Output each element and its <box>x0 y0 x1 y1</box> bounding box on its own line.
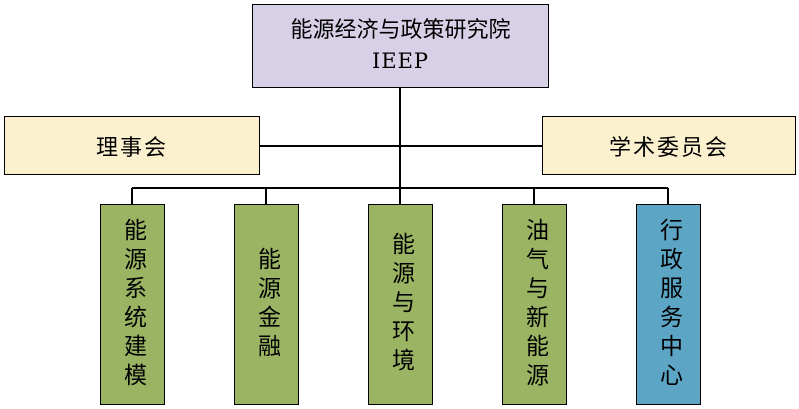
node-academic-committee: 学术委员会 <box>542 116 796 175</box>
dept-label: 能源金融 <box>253 246 280 363</box>
dept-node-oil-gas-new-energy: 油气与新能源 <box>502 204 567 405</box>
dept-node-energy-environment: 能源与环境 <box>368 204 433 405</box>
dept-label: 行政服务中心 <box>655 217 682 392</box>
root-node-ieep: 能源经济与政策研究院 IEEP <box>252 4 549 88</box>
dept-label: 能源与环境 <box>387 232 414 377</box>
root-abbreviation: IEEP <box>371 49 430 73</box>
dept-label: 能源系统建模 <box>119 217 146 392</box>
dept-node-energy-system-modeling: 能源系统建模 <box>100 204 165 405</box>
root-title: 能源经济与政策研究院 <box>290 18 511 43</box>
node-board-of-directors: 理事会 <box>4 116 260 175</box>
node-label: 理事会 <box>95 135 168 161</box>
dept-label: 油气与新能源 <box>521 217 548 392</box>
dept-node-energy-finance: 能源金融 <box>234 204 299 405</box>
dept-node-admin-service-center: 行政服务中心 <box>636 204 701 405</box>
node-label: 学术委员会 <box>608 135 729 161</box>
